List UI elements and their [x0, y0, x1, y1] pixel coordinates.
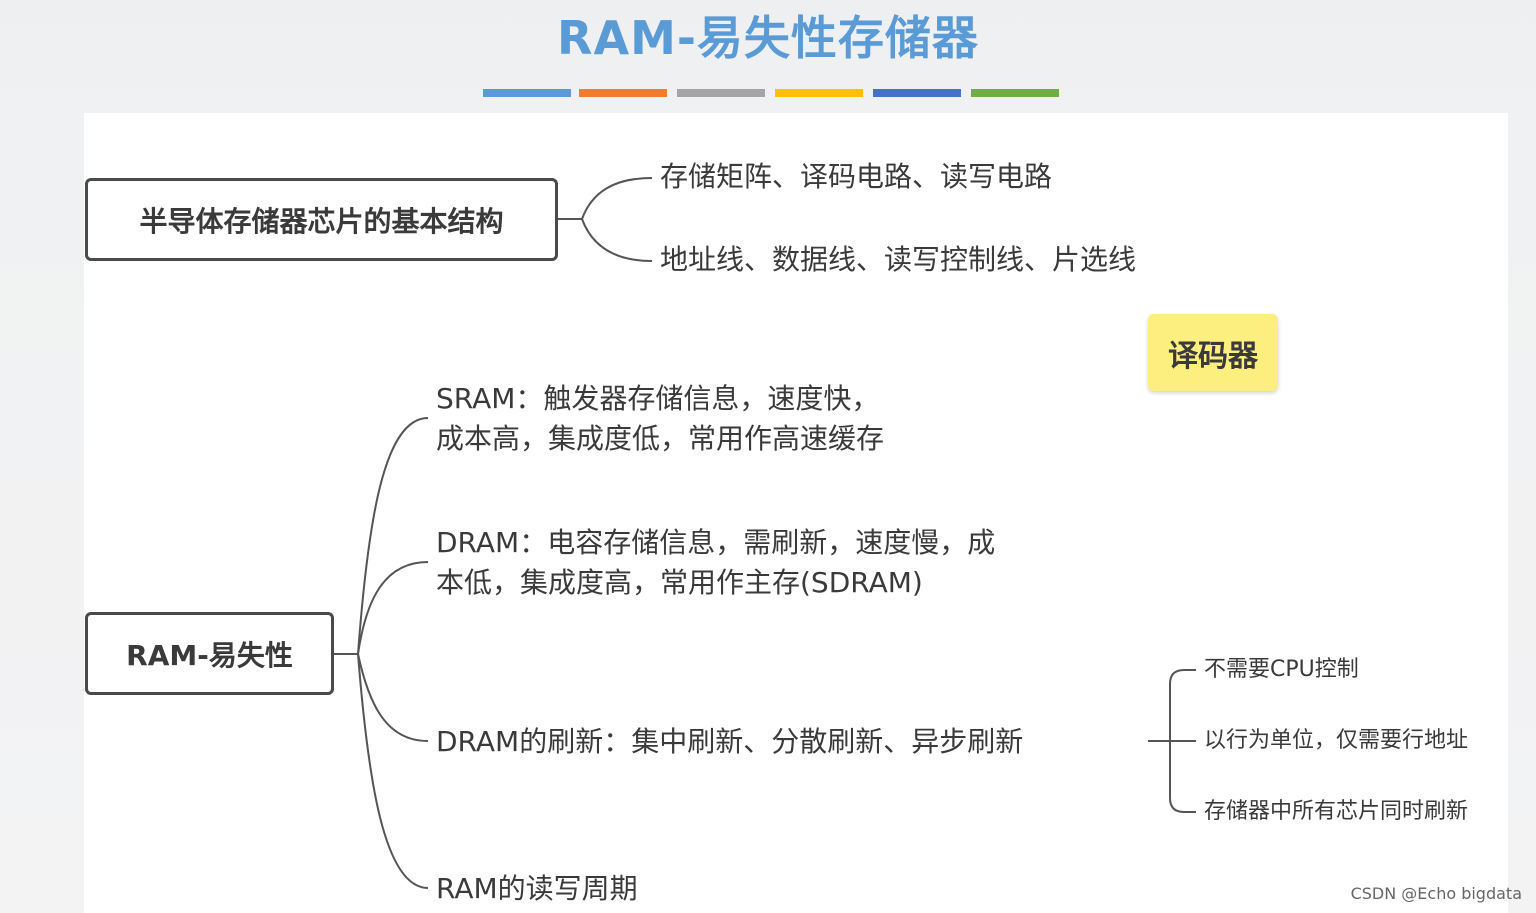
structure-root-node: 半导体存储器芯片的基本结构	[85, 178, 558, 261]
dram-line-2: 本低，集成度高，常用作主存(SDRAM)	[436, 566, 923, 599]
refresh-detail-2: 以行为单位，仅需要行地址	[1204, 728, 1469, 753]
decoder-sticky-note: 译码器	[1148, 314, 1278, 391]
sram-line-2: 成本高，集成度低，常用作高速缓存	[436, 422, 885, 455]
accent-bar-4	[775, 89, 863, 97]
structure-child-1: 存储矩阵、译码电路、读写电路	[660, 160, 1053, 193]
connector-structure-child-2	[581, 218, 653, 262]
decoder-sticky-label: 译码器	[1168, 338, 1258, 374]
connector-structure-child-1	[581, 177, 653, 220]
connector-ram-sram	[357, 417, 429, 655]
connector-ram-rwcycle	[357, 653, 429, 889]
refresh-detail-1: 不需要CPU控制	[1204, 657, 1359, 682]
ram-root-node: RAM-易失性	[85, 612, 334, 695]
dram-refresh-node: DRAM的刷新：集中刷新、分散刷新、异步刷新	[436, 725, 1024, 758]
accent-bar-5	[873, 89, 961, 97]
structure-root-label: 半导体存储器芯片的基本结构	[139, 204, 504, 238]
ram-rw-cycle-node: RAM的读写周期	[436, 872, 638, 905]
accent-bar-2	[579, 89, 667, 97]
structure-child-2: 地址线、数据线、读写控制线、片选线	[660, 243, 1137, 276]
page-title: RAM-易失性存储器	[557, 11, 979, 65]
connector-refresh-detail-3	[1169, 741, 1196, 813]
watermark: CSDN @Echo bigdata	[1350, 884, 1522, 903]
ram-root-label: RAM-易失性	[126, 638, 293, 672]
accent-bar-6	[971, 89, 1059, 97]
dram-line-1: DRAM：电容存储信息，需刷新，速度慢，成	[436, 526, 996, 559]
accent-bar-1	[483, 89, 571, 97]
connector-refresh-detail-1	[1169, 669, 1196, 741]
connector-ram-dram	[357, 561, 429, 655]
accent-bar-3	[677, 89, 765, 97]
refresh-detail-3: 存储器中所有芯片同时刷新	[1204, 799, 1469, 824]
connector-ram-refresh	[357, 653, 429, 742]
sram-line-1: SRAM：触发器存储信息，速度快，	[436, 382, 880, 415]
